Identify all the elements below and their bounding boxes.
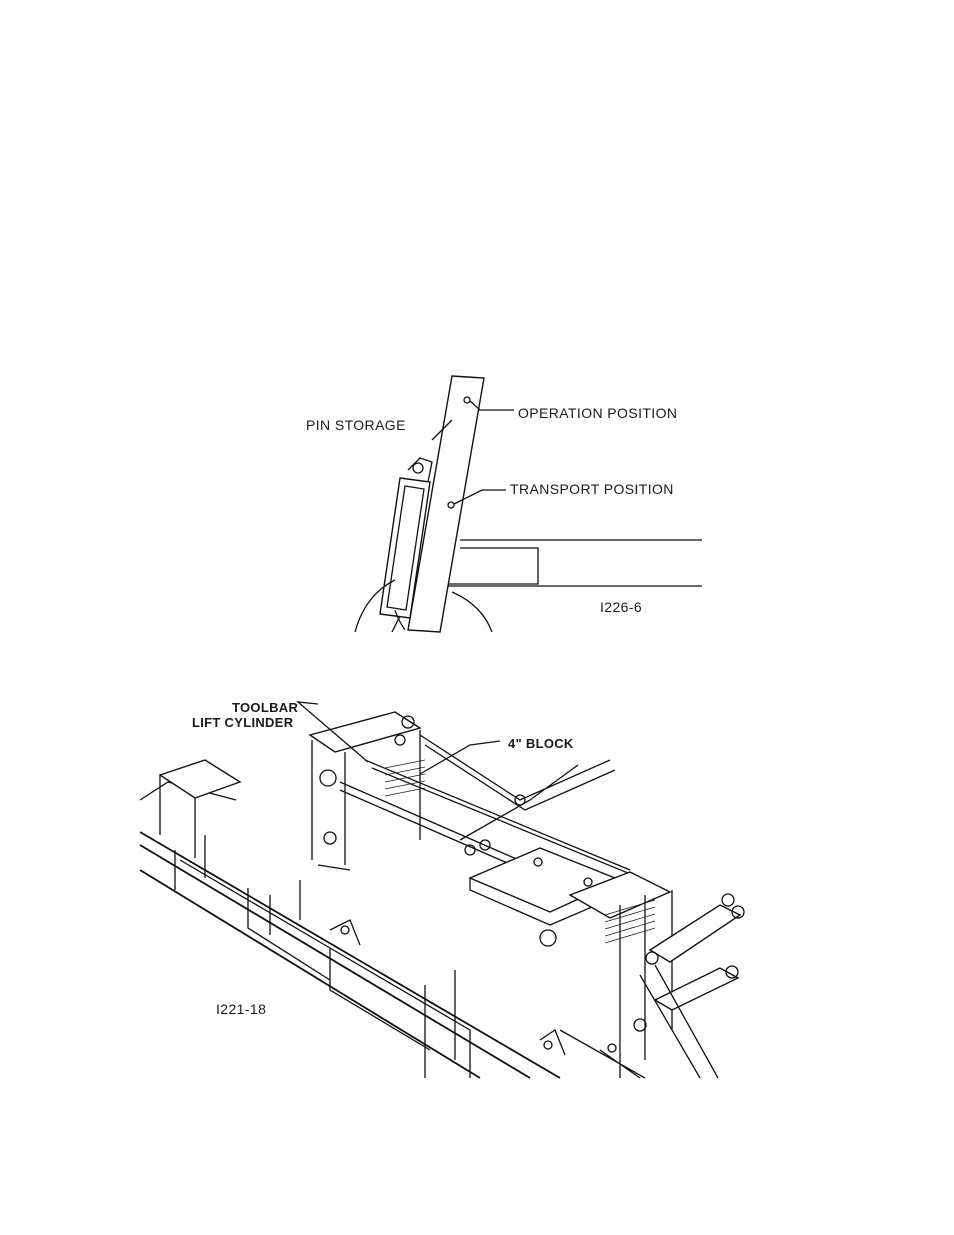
block-leader [420, 741, 500, 774]
toolbar-lift-figure: TOOLBAR LIFT CYLINDER 4" BLOCK I221-18 [140, 700, 744, 1078]
toolbar-label-line1: TOOLBAR [232, 700, 298, 715]
toolbar-label-line2: LIFT CYLINDER [192, 715, 294, 730]
pin-storage-label: PIN STORAGE [306, 417, 406, 433]
figure-id-top: I226-6 [600, 599, 642, 615]
pin-storage-figure: PIN STORAGE OPERATION POSITION TRANSPORT… [306, 376, 702, 632]
figure-id-bottom: I221-18 [216, 1001, 266, 1017]
transport-position-label: TRANSPORT POSITION [510, 481, 674, 497]
block-label: 4" BLOCK [508, 736, 574, 751]
operation-position-label: OPERATION POSITION [518, 405, 677, 421]
